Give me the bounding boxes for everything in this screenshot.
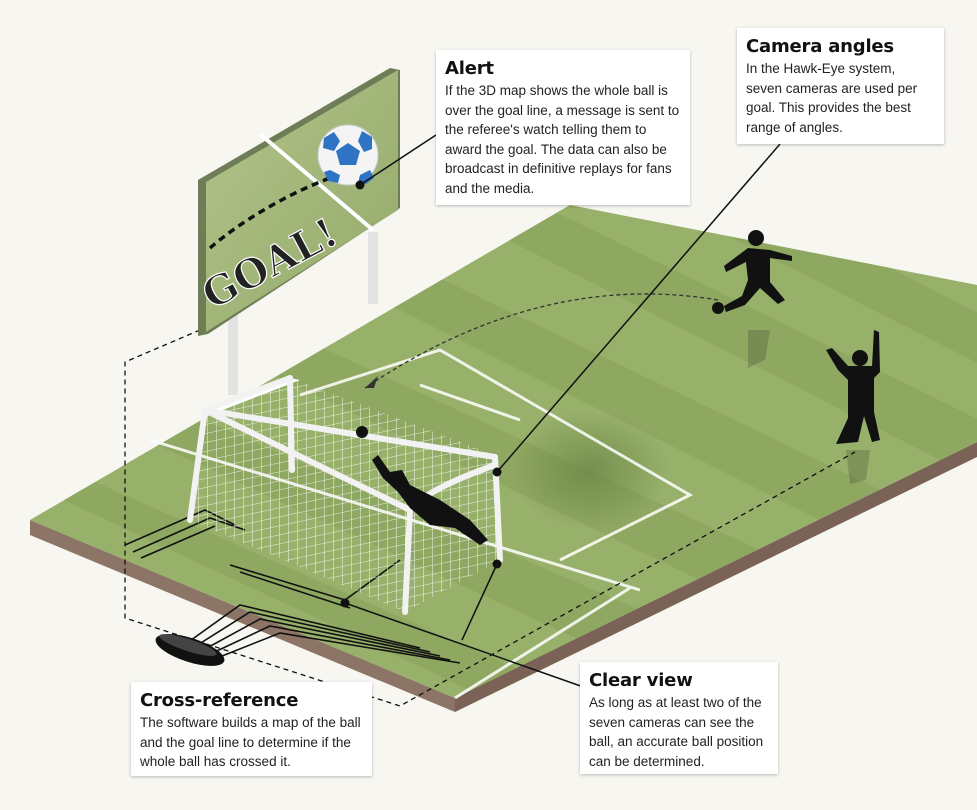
callout-cross-body: The software builds a map of the ball an… — [140, 715, 361, 769]
trajectory-arrow — [365, 376, 378, 388]
callout-leaders — [344, 134, 781, 691]
data-link-lines — [124, 329, 856, 707]
kicker-icon — [712, 230, 792, 368]
callout-cross-title: Cross-reference — [140, 690, 299, 711]
camera-icon — [492, 467, 502, 477]
referee-icon — [826, 330, 880, 484]
callout-clear-view: Clear view As long as at least two of th… — [580, 662, 778, 774]
callout-clear-title: Clear view — [589, 670, 693, 691]
goal-frame — [187, 375, 503, 615]
ball-trajectory — [364, 293, 719, 389]
goal-billboard: GOAL! — [194, 68, 400, 395]
camera-icon — [492, 559, 502, 569]
camera-markers — [340, 180, 502, 608]
callout-camera-body: In the Hawk-Eye system, seven cameras ar… — [746, 61, 918, 135]
callout-cross-reference: Cross-reference The software builds a ma… — [131, 682, 372, 776]
camera-icon — [355, 180, 365, 190]
goalkeeper-icon — [356, 426, 488, 545]
callout-camera-title: Camera angles — [746, 36, 894, 57]
callout-clear-body: As long as at least two of the seven cam… — [589, 695, 764, 769]
pitch — [30, 205, 977, 712]
callout-alert: Alert If the 3D map shows the whole ball… — [436, 50, 690, 205]
billboard-ball-path — [208, 176, 331, 250]
callout-camera-angles: Camera angles In the Hawk-Eye system, se… — [737, 28, 944, 144]
camera-icon — [340, 598, 350, 608]
callout-alert-title: Alert — [445, 58, 494, 79]
soccer-ball-icon — [317, 124, 379, 186]
callout-alert-body: If the 3D map shows the whole ball is ov… — [445, 83, 680, 196]
watch-device-icon — [155, 634, 225, 666]
